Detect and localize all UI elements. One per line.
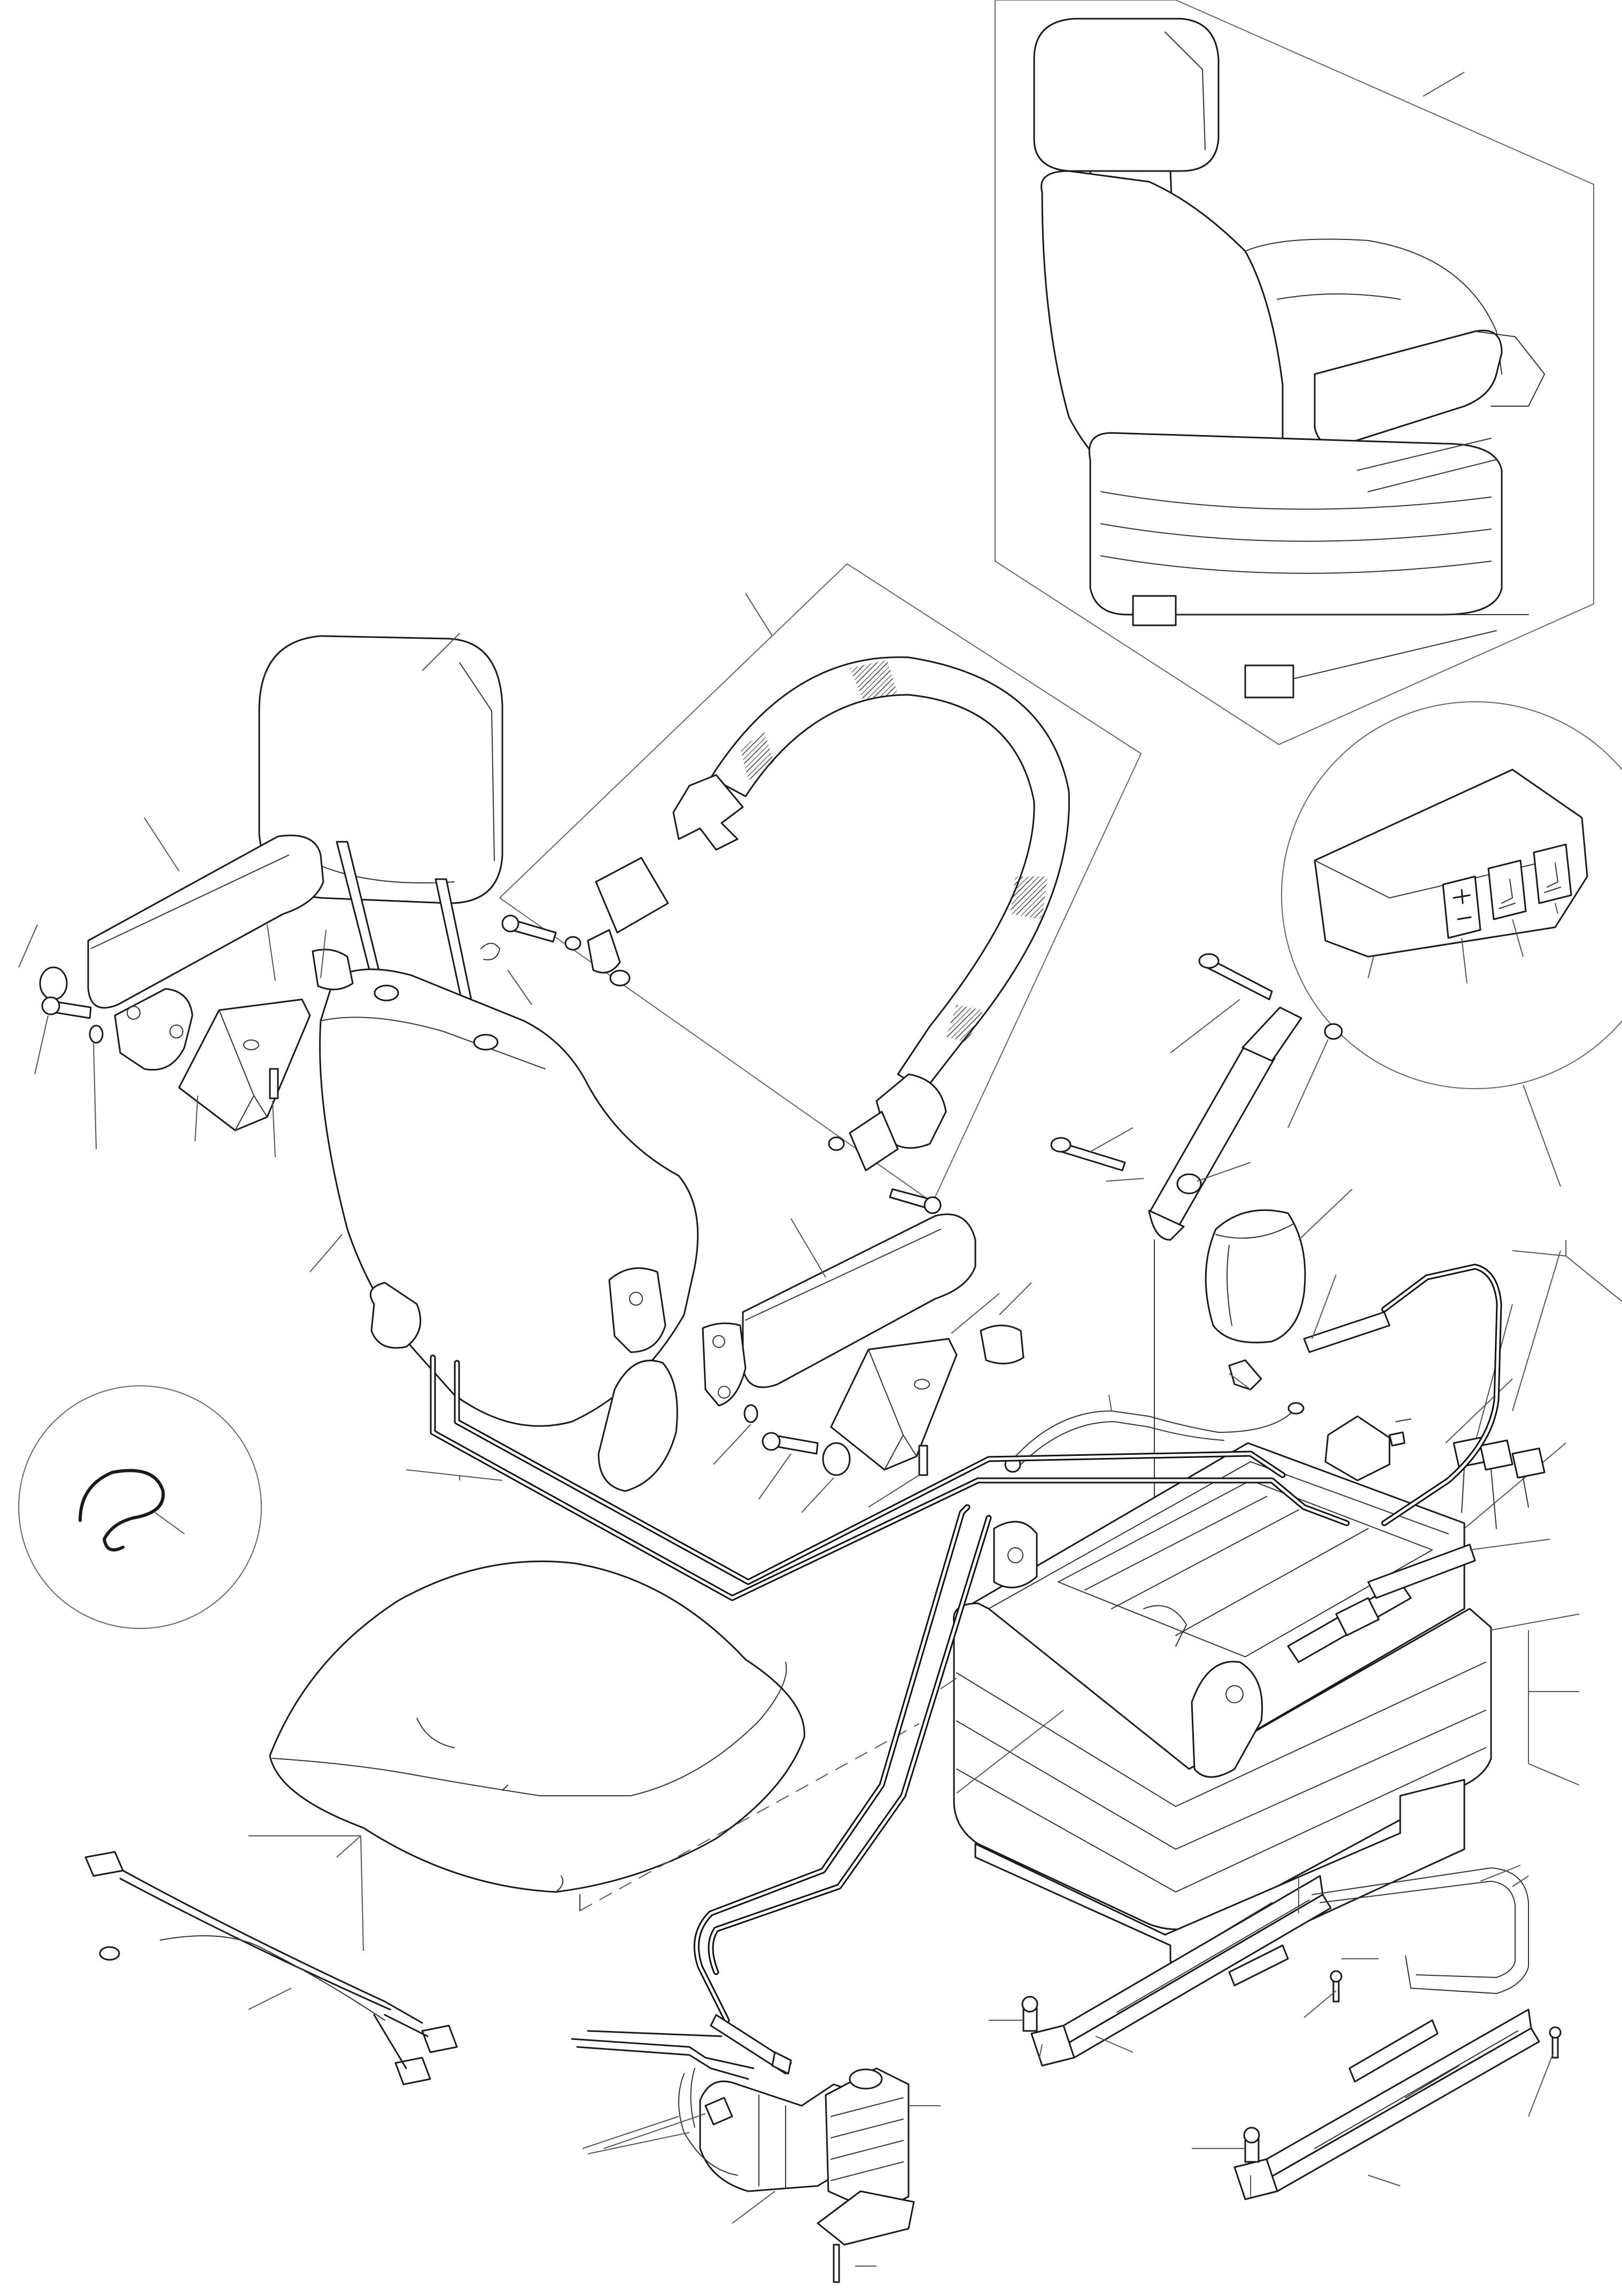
control-panel-detail-circle <box>1281 701 1622 1089</box>
harness-connector-a <box>421 2024 458 2053</box>
hose-clip <box>79 1469 165 1552</box>
seat-belt-buckle <box>595 857 669 934</box>
assembly-inset-frame <box>995 0 1594 746</box>
seat-belt <box>499 563 1142 1214</box>
armrest-bracket-left <box>18 924 354 1158</box>
armrest-bracket-right <box>713 1282 1032 1513</box>
control-panel-buttons <box>1442 843 1572 939</box>
control-panel <box>1281 701 1622 1187</box>
leader-line <box>1423 72 1465 97</box>
air-spring <box>1205 1189 1353 1344</box>
leader-line <box>790 1218 826 1278</box>
complete-seat-assembly <box>995 0 1594 746</box>
leader-line <box>144 817 180 872</box>
lumbar-icon <box>1533 843 1572 904</box>
wiring-harness <box>84 1851 458 2085</box>
leader-line <box>1523 1084 1561 1187</box>
harness-connector-top <box>84 1851 124 1877</box>
seat-cushion <box>249 1560 920 1951</box>
assembly-headrest <box>1033 18 1220 172</box>
suspension-base <box>940 1240 1622 1973</box>
gas-strut <box>1050 953 1343 1657</box>
seat-belt-inset-frame <box>499 563 1142 1204</box>
clip <box>18 1385 262 1629</box>
leader-line <box>248 1988 292 2010</box>
assembly-bellows <box>1088 432 1503 616</box>
left-armrest <box>87 817 324 1071</box>
leader-line <box>1298 1189 1353 1240</box>
knob-nut <box>312 949 354 990</box>
leader-line <box>309 1234 343 1273</box>
clip-detail-circle <box>18 1385 262 1629</box>
knob-nut <box>980 1324 1025 1364</box>
leader-line <box>422 633 460 671</box>
right-armrest <box>702 1213 976 1407</box>
assembly-armrest <box>1314 329 1503 447</box>
plus-minus-icon <box>1442 875 1481 939</box>
headrest <box>258 633 532 1025</box>
harness-connector-b <box>394 2057 431 2085</box>
backrest <box>309 968 699 1492</box>
air-compressor <box>571 2014 941 2283</box>
leader-line <box>745 593 773 637</box>
backrest-icon <box>1487 859 1527 920</box>
air-hoses <box>406 1263 1502 2023</box>
slide-rails <box>989 1865 1562 2200</box>
